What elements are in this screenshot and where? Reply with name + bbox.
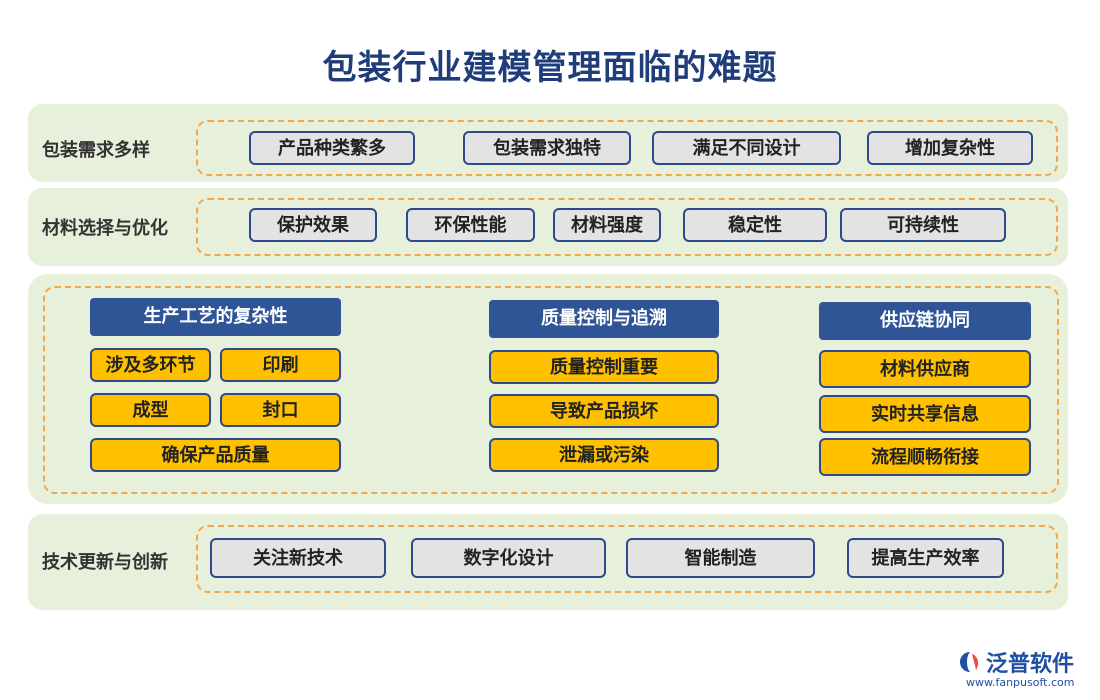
dashed-frame-tech <box>196 525 1058 593</box>
chip-demand-4: 增加复杂性 <box>867 131 1033 165</box>
chip-process-4: 封口 <box>220 393 341 427</box>
band-label-demand: 包装需求多样 <box>42 140 150 161</box>
chip-demand-2: 包装需求独特 <box>463 131 631 165</box>
chip-tech-1: 关注新技术 <box>210 538 386 578</box>
dashed-frame-middle <box>43 286 1059 494</box>
chip-quality-2: 导致产品损坏 <box>489 394 719 428</box>
chip-material-2: 环保性能 <box>406 208 535 242</box>
header-quality: 质量控制与追溯 <box>489 300 719 338</box>
chip-process-2: 印刷 <box>220 348 341 382</box>
band-material: 材料选择与优化 保护效果 环保性能 材料强度 稳定性 可持续性 <box>28 188 1068 266</box>
dashed-frame-demand <box>196 120 1058 176</box>
band-demand: 包装需求多样 产品种类繁多 包装需求独特 满足不同设计 增加复杂性 <box>28 104 1068 182</box>
chip-material-3: 材料强度 <box>553 208 661 242</box>
chip-material-5: 可持续性 <box>840 208 1006 242</box>
brand-logo: 泛普软件 www.fanpusoft.com <box>958 646 1088 692</box>
logo-text: 泛普软件 <box>986 652 1075 677</box>
chip-process-1: 涉及多环节 <box>90 348 211 382</box>
chip-tech-2: 数字化设计 <box>411 538 606 578</box>
chip-quality-3: 泄漏或污染 <box>489 438 719 472</box>
band-tech: 技术更新与创新 关注新技术 数字化设计 智能制造 提高生产效率 <box>28 514 1068 610</box>
chip-demand-3: 满足不同设计 <box>652 131 841 165</box>
fanpu-logo-icon <box>960 652 979 672</box>
dashed-frame-material <box>196 198 1058 256</box>
header-supply: 供应链协同 <box>819 302 1031 340</box>
chip-tech-4: 提高生产效率 <box>847 538 1004 578</box>
chip-process-5: 确保产品质量 <box>90 438 341 472</box>
page-title: 包装行业建模管理面临的难题 <box>322 48 778 88</box>
band-label-tech: 技术更新与创新 <box>42 552 168 573</box>
chip-quality-1: 质量控制重要 <box>489 350 719 384</box>
header-process: 生产工艺的复杂性 <box>90 298 341 336</box>
chip-demand-1: 产品种类繁多 <box>249 131 415 165</box>
chip-supply-3: 流程顺畅衔接 <box>819 438 1031 476</box>
chip-material-1: 保护效果 <box>249 208 377 242</box>
logo-url: www.fanpusoft.com <box>966 676 1075 689</box>
chip-supply-1: 材料供应商 <box>819 350 1031 388</box>
chip-material-4: 稳定性 <box>683 208 827 242</box>
band-middle: 生产工艺的复杂性 涉及多环节 印刷 成型 封口 确保产品质量 质量控制与追溯 质… <box>28 274 1068 504</box>
chip-supply-2: 实时共享信息 <box>819 395 1031 433</box>
chip-process-3: 成型 <box>90 393 211 427</box>
band-label-material: 材料选择与优化 <box>42 218 168 239</box>
chip-tech-3: 智能制造 <box>626 538 815 578</box>
